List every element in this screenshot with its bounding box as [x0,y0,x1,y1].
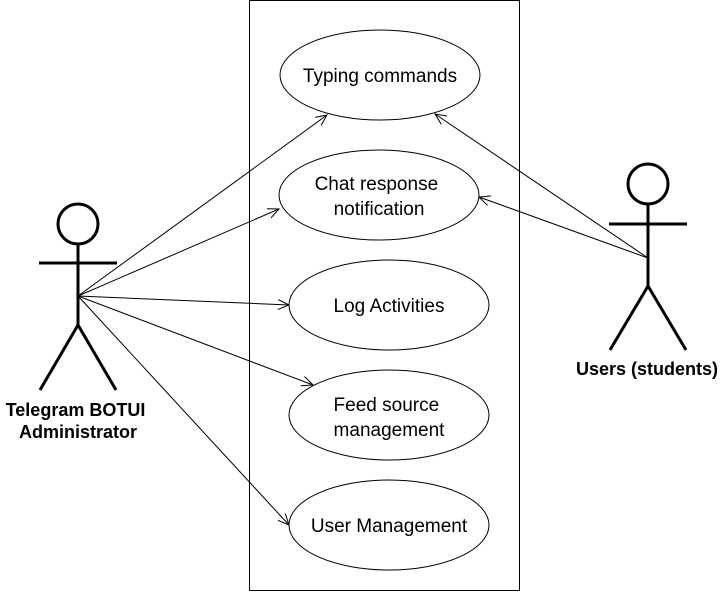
use-case-label-line-2: notification [334,199,425,220]
associations [77,113,649,526]
use-case-ellipse [288,479,490,571]
use-case-typing-commands: Typing commands [279,29,481,121]
use-case-chat-response-notification: Chat response notification [278,149,480,241]
use-case-ellipse [278,149,480,241]
use-case-feed-source-management: Feed source management [288,369,490,461]
association-admin-chat-response [77,208,281,297]
svg-text:Telegram BOTUI Administrat: Telegram BOTUI Administrator [6,400,151,442]
association-admin-feed-source [77,295,315,387]
actor-right-leg [646,285,688,351]
association-students-typing-commands [433,113,649,259]
actor-administrator [38,202,118,391]
use-case-ellipse [279,29,481,121]
actor-head [56,202,100,246]
actor-left-leg [608,285,650,351]
svg-text:Typing commands: Typing commands [303,66,457,87]
actor-administrator-label-line-2: Administrator [19,422,137,442]
use-case-ellipse [288,369,490,461]
use-case-user-management: User Management [288,479,490,571]
use-case-label-line-2: management [334,420,446,441]
association-admin-typing-commands [77,114,328,297]
actor-students [608,162,688,351]
use-case-ellipse [288,259,490,351]
use-case-label: User Management [311,516,468,537]
svg-text:Feed source management: Feed source management [334,395,446,441]
svg-text:User Management: User Management [311,516,468,537]
actor-head [626,162,670,206]
use-case-label-line-1: Feed source [334,395,440,416]
association-students-chat-response [477,195,649,259]
actor-right-leg [76,324,118,391]
svg-text:Log Activities: Log Activities [334,296,445,317]
use-case-label: Log Activities [334,296,445,317]
use-case-label: Typing commands [303,66,457,87]
association-admin-user-management [77,295,290,526]
actor-students-label: Users (students) [576,359,718,379]
use-case-log-activities: Log Activities [288,259,490,351]
actor-administrator-label-line-1: Telegram BOTUI [6,400,146,420]
association-admin-log-activities [77,295,291,310]
svg-text:Chat response notificati: Chat response notification [315,174,444,220]
use-case-label-line-1: Chat response [315,174,439,195]
actor-left-leg [38,324,80,391]
